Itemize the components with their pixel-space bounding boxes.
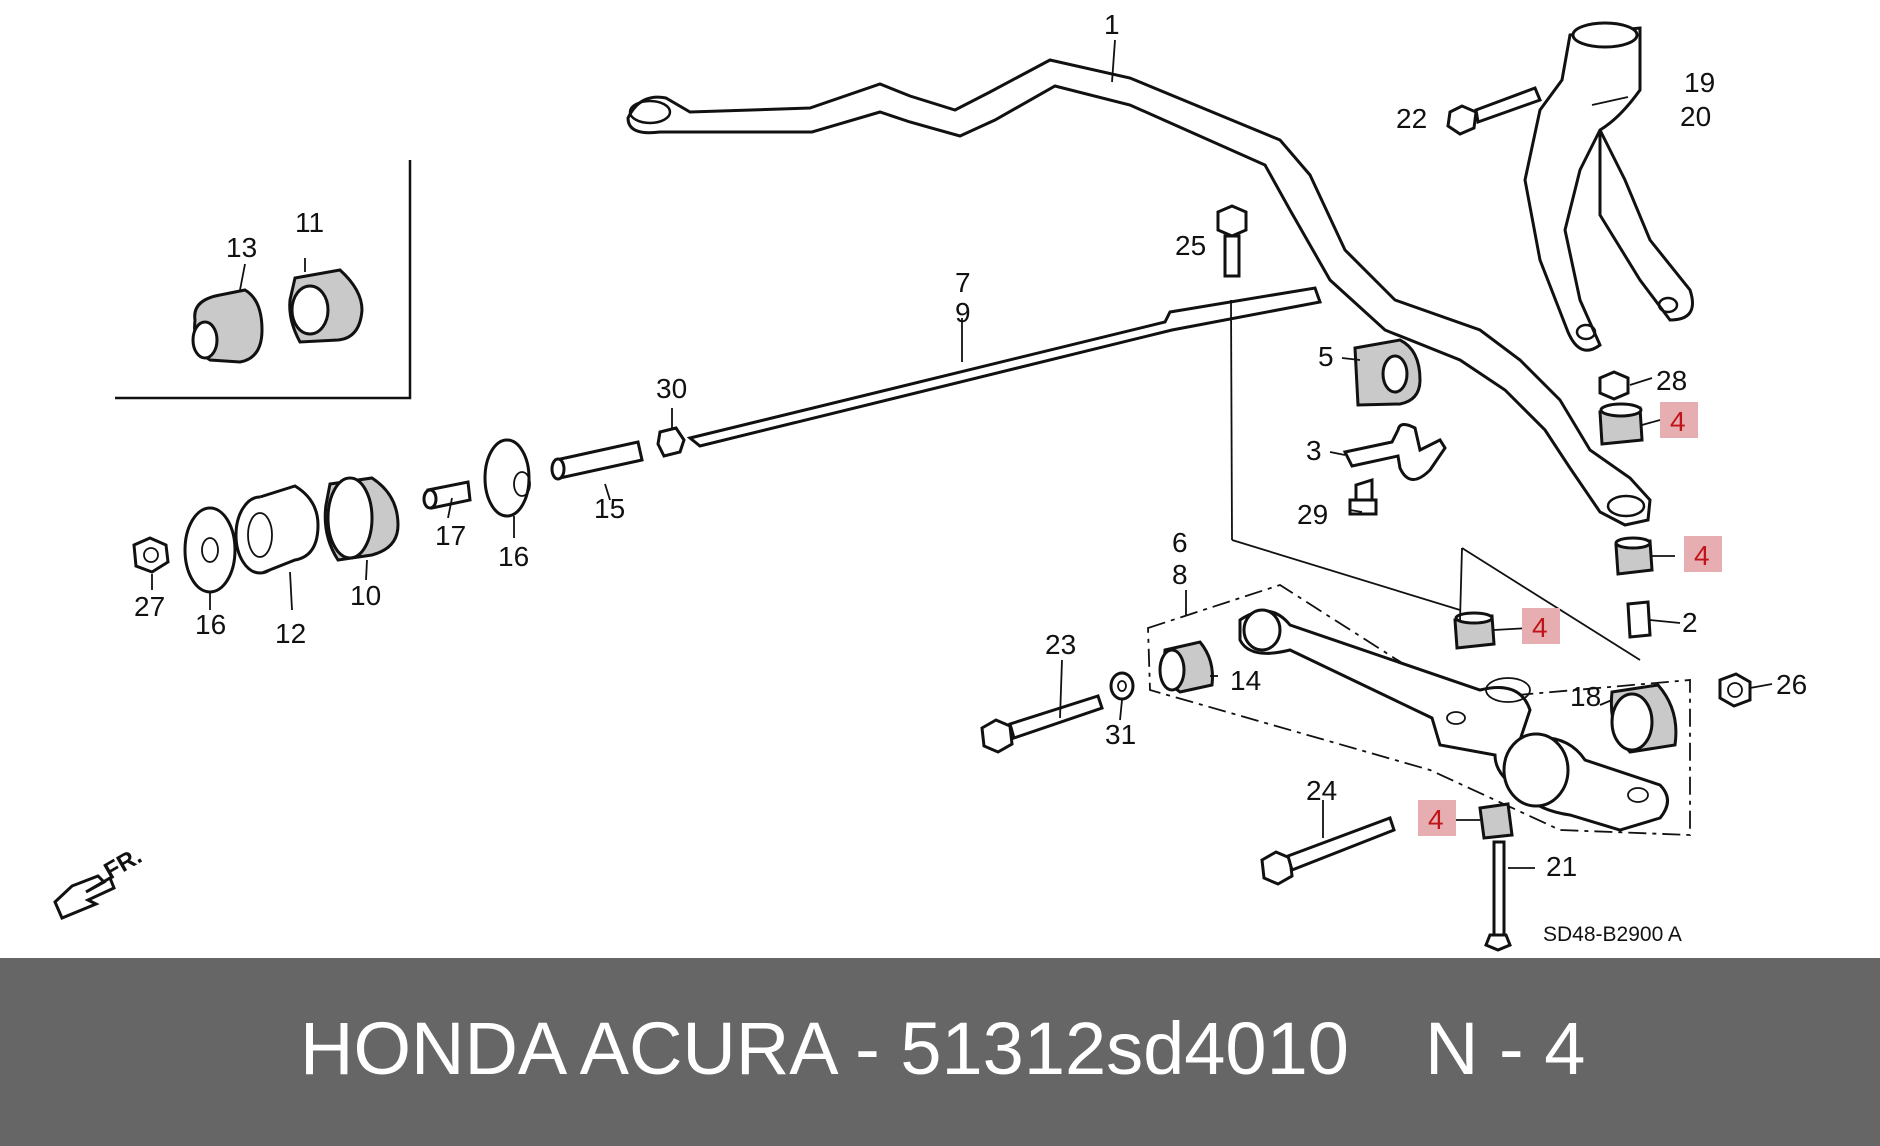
suspension-exploded-diagram: FR. 1 2 3 5 xyxy=(53,9,1807,952)
callout-26: 26 xyxy=(1776,669,1807,700)
callout-18: 18 xyxy=(1570,681,1601,712)
bolt-21 xyxy=(1478,802,1514,952)
callout-7: 7 xyxy=(955,267,971,298)
callout-10: 10 xyxy=(350,580,381,611)
callout-4-d: 4 xyxy=(1428,804,1444,835)
callout-14: 14 xyxy=(1230,665,1261,696)
callout-28: 28 xyxy=(1656,365,1687,396)
damper-bushings xyxy=(1453,370,1654,661)
bolt-25 xyxy=(1216,204,1248,278)
callout-30: 30 xyxy=(656,373,687,404)
callout-20: 20 xyxy=(1680,101,1711,132)
highlighted-callouts: 4 4 4 4 xyxy=(1418,402,1722,836)
part-banner: HONDA ACURA - 51312sd4010 N - 4 xyxy=(0,958,1880,1146)
callout-9: 9 xyxy=(955,297,971,328)
arm-bushings xyxy=(1158,640,1678,754)
callout-11: 11 xyxy=(295,207,324,238)
callout-29: 29 xyxy=(1297,499,1328,530)
callout-15: 15 xyxy=(594,493,625,524)
banner-title: HONDA ACURA - 51312sd4010 xyxy=(300,1007,1349,1090)
lower-control-arm xyxy=(1147,584,1691,836)
callout-27: 27 xyxy=(134,591,165,622)
callout-4-b: 4 xyxy=(1694,540,1710,571)
callout-21: 21 xyxy=(1546,851,1577,882)
inset-bushings xyxy=(115,160,412,400)
callout-19: 19 xyxy=(1684,67,1715,98)
callout-31: 31 xyxy=(1105,719,1136,750)
drawing-code: SD48-B2900 A xyxy=(1543,923,1682,946)
callout-3: 3 xyxy=(1306,435,1322,466)
front-direction-arrow: FR. xyxy=(53,842,146,920)
banner-part-ref: N - 4 xyxy=(1425,1007,1586,1090)
callout-5: 5 xyxy=(1318,341,1334,372)
callout-labels: 1 2 3 5 6 7 8 9 10 11 12 13 14 15 16 16 … xyxy=(134,9,1807,882)
steering-knuckle xyxy=(1446,21,1694,352)
stabilizer-mount xyxy=(1342,338,1447,516)
leader-lines xyxy=(151,39,1773,869)
callout-6: 6 xyxy=(1172,527,1188,558)
callout-25: 25 xyxy=(1175,230,1206,261)
radius-rod xyxy=(686,286,1461,611)
bolt-23 xyxy=(980,671,1135,754)
callout-12: 12 xyxy=(275,618,306,649)
callout-2: 2 xyxy=(1682,607,1698,638)
bolt-24 xyxy=(1260,816,1396,886)
callout-24: 24 xyxy=(1306,775,1337,806)
callout-13: 13 xyxy=(226,232,257,263)
callout-4-a: 4 xyxy=(1670,406,1686,437)
callout-1: 1 xyxy=(1104,9,1120,40)
callout-17: 17 xyxy=(435,520,466,551)
callout-22: 22 xyxy=(1396,103,1427,134)
stabilizer-bar xyxy=(626,58,1652,527)
nut-26 xyxy=(1718,672,1752,708)
callout-8: 8 xyxy=(1172,559,1188,590)
callout-16a: 16 xyxy=(195,609,226,640)
callout-23: 23 xyxy=(1045,629,1076,660)
callout-4-c: 4 xyxy=(1532,612,1548,643)
rod-assembly-parts xyxy=(132,426,686,594)
callout-16b: 16 xyxy=(498,541,529,572)
